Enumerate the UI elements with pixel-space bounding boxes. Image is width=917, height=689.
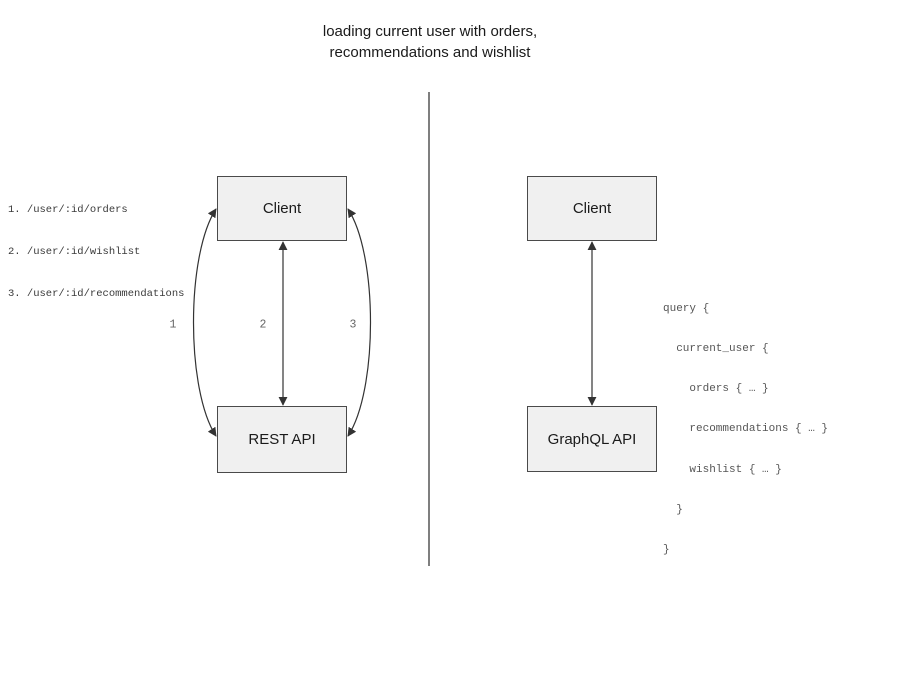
rest-client-node: Client <box>217 176 347 241</box>
rest-arrow-1 <box>192 208 217 437</box>
rest-api-label: REST API <box>248 431 316 448</box>
graphql-client-label: Client <box>572 200 612 217</box>
query-line: query { <box>663 302 710 315</box>
rest-endpoint-wishlist: 2. /user/:id/wishlist <box>8 246 141 258</box>
query-line: current_user { <box>663 343 769 356</box>
graphql-api-node: GraphQL API <box>527 406 657 472</box>
rest-client-label: Client <box>262 200 302 217</box>
query-line: recommendations { … } <box>663 423 829 436</box>
rest-api-node: REST API <box>217 406 347 473</box>
graphql-api-label: GraphQL API <box>547 430 637 448</box>
query-line: wishlist { … } <box>663 463 782 476</box>
query-line: orders { … } <box>663 383 769 396</box>
rest-arrow-label-2: 2 <box>259 318 267 332</box>
rest-arrow-label-3: 3 <box>349 318 357 332</box>
rest-endpoint-orders: 1. /user/:id/orders <box>8 204 128 216</box>
query-line: } <box>663 544 670 557</box>
rest-endpoint-list: 1. /user/:id/orders 2. /user/:id/wishlis… <box>8 175 184 329</box>
rest-endpoint-recommendations: 3. /user/:id/recommendations <box>8 288 185 300</box>
graphql-client-node: Client <box>527 176 657 241</box>
rest-arrow-label-1: 1 <box>169 318 177 332</box>
diagram-title: loading current user with orders, recomm… <box>322 23 538 61</box>
query-line: } <box>663 503 683 516</box>
graphql-query-snippet: query { current_user { orders { … } reco… <box>663 276 828 584</box>
